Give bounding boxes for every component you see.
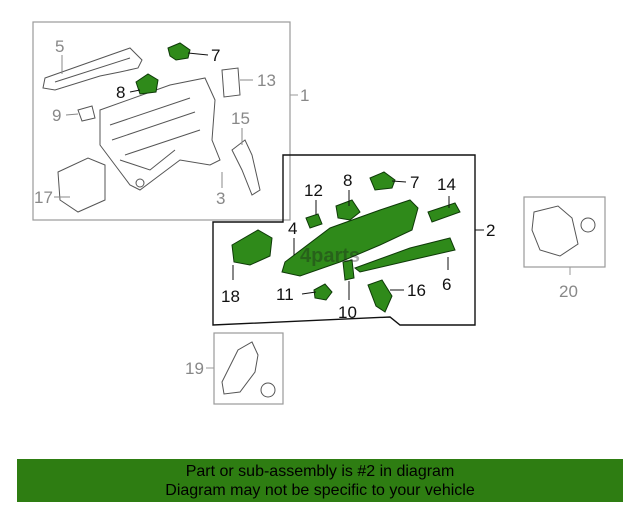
watermark: 4parts	[300, 245, 360, 267]
part-14-bracket	[427, 202, 461, 223]
green-parts-group-1	[135, 42, 191, 95]
callout-13: 13	[257, 71, 276, 90]
callout-20: 20	[559, 282, 578, 301]
part-12-clip	[305, 213, 323, 229]
part-7-upper	[167, 42, 191, 61]
callout-10: 10	[338, 303, 357, 322]
part-7-lower	[369, 171, 396, 191]
callout-11: 11	[276, 285, 294, 304]
callout-15: 15	[231, 109, 250, 128]
leader-lines	[54, 52, 450, 300]
callout-2: 2	[486, 221, 495, 240]
callout-3: 3	[216, 189, 225, 208]
callout-4: 4	[288, 219, 297, 238]
notice-banner: Part or sub-assembly is #2 in diagram Di…	[17, 459, 623, 502]
callout-14: 14	[437, 175, 456, 194]
callout-7-upper: 7	[211, 46, 220, 65]
part-20-box	[523, 196, 606, 275]
part-17-block	[57, 157, 106, 213]
part-18-panel	[231, 229, 273, 266]
callout-1: 1	[300, 86, 309, 105]
callout-16: 16	[407, 281, 426, 300]
assembly-2-box	[212, 154, 484, 326]
notice-line-1: Part or sub-assembly is #2 in diagram	[185, 463, 455, 480]
callouts: 1 2 3 4 5 6 7 7 8 8 9 10 11 12 13 14 15 …	[34, 37, 578, 378]
callout-12: 12	[304, 181, 323, 200]
callout-6: 6	[442, 275, 451, 294]
part-19-box	[206, 332, 284, 405]
part-13-bracket	[221, 67, 241, 98]
part-15-brace	[231, 139, 261, 196]
callout-9: 9	[52, 106, 61, 125]
callout-7-lower: 7	[410, 173, 419, 192]
callout-17: 17	[34, 188, 53, 207]
callout-5: 5	[55, 37, 64, 56]
callout-8-upper: 8	[116, 83, 125, 102]
notice-line-2: Diagram may not be specific to your vehi…	[165, 482, 475, 499]
part-main-panel	[99, 77, 221, 191]
assembly-1-box	[32, 21, 298, 221]
part-main-rail	[281, 199, 419, 277]
callout-19: 19	[185, 359, 204, 378]
part-11-clip	[313, 283, 333, 301]
callout-18: 18	[221, 287, 240, 306]
part-8-lower	[335, 199, 361, 221]
part-5-rail	[42, 47, 143, 91]
green-parts-group-2	[231, 171, 461, 313]
part-8-upper	[135, 73, 159, 95]
part-10-plate	[342, 259, 355, 281]
assembly-1-parts	[42, 47, 261, 213]
part-16-bracket	[367, 279, 393, 313]
callout-8-lower: 8	[343, 171, 352, 190]
part-6-rail	[353, 237, 456, 273]
part-9-clip	[77, 105, 96, 122]
